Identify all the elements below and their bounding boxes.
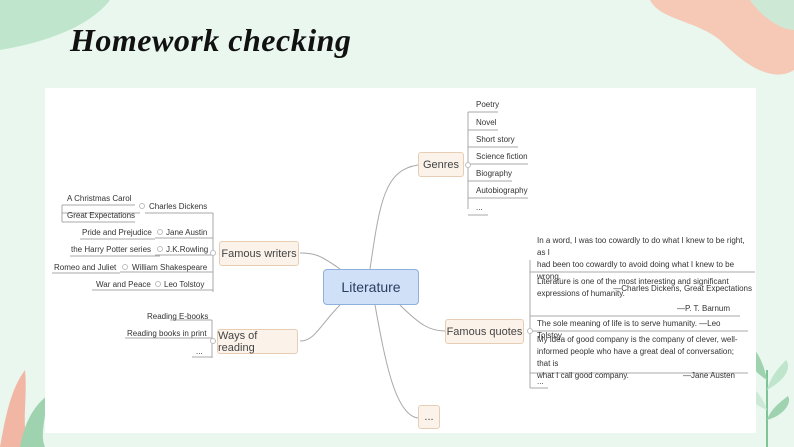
quote-line: In a word, I was too cowardly to do what… — [537, 236, 745, 257]
quote-line: what I call good company. — [537, 371, 629, 380]
reading-item[interactable]: ... — [196, 347, 203, 356]
branch-famous-writers[interactable]: Famous writers — [219, 241, 299, 266]
branch-famous-quotes[interactable]: Famous quotes — [445, 319, 524, 344]
quote-austen[interactable]: My idea of good company is the company o… — [537, 334, 749, 382]
quote-dickens[interactable]: In a word, I was too cowardly to do what… — [537, 235, 752, 295]
quote-line: informed people who have a great deal of… — [537, 347, 735, 368]
genre-item[interactable]: Poetry — [476, 100, 500, 109]
quote-line: My idea of good company is the company o… — [537, 335, 738, 344]
bottom-left-plant-decoration — [0, 370, 48, 447]
author-item[interactable]: J.K.Rowling — [166, 245, 209, 254]
quote-last-line: what I call good company. —Jane Austen — [537, 370, 749, 382]
work-item[interactable]: A Christmas Carol — [67, 194, 132, 203]
genre-item[interactable]: ... — [476, 203, 483, 212]
work-item[interactable]: the Harry Potter series — [71, 245, 152, 254]
genre-item[interactable]: Biography — [476, 169, 513, 178]
quote-author: —P. T. Barnum — [676, 304, 730, 313]
quote-line: expressions of humanity. — [537, 289, 625, 298]
branch-ways-of-reading[interactable]: Ways of reading — [217, 329, 298, 354]
quote-line: had been too cowardly to avoid doing wha… — [537, 260, 735, 281]
quote-tolstoy[interactable]: The sole meaning of life is to serve hum… — [537, 319, 721, 340]
author-item[interactable]: William Shakespeare — [132, 263, 208, 272]
work-item[interactable]: War and Peace — [96, 280, 151, 289]
slide-title: Homework checking — [70, 22, 352, 58]
genre-item[interactable]: Science fiction — [476, 152, 528, 161]
mindmap-canvas — [45, 88, 756, 433]
quote-more-item[interactable]: ... — [537, 377, 544, 386]
quote-barnum[interactable]: Literature is one of the most interestin… — [537, 276, 730, 315]
genre-item[interactable]: Short story — [476, 135, 515, 144]
top-right-blob-decoration — [650, 0, 794, 75]
top-left-leaf-decoration — [0, 0, 110, 50]
author-item[interactable]: Charles Dickens — [149, 202, 208, 211]
reading-item[interactable]: Reading books in print — [127, 329, 207, 338]
quote-line: Literature is one of the most interestin… — [537, 277, 729, 286]
reading-item[interactable]: Reading E-books — [147, 312, 209, 321]
root-node-literature[interactable]: Literature — [323, 269, 419, 305]
work-item[interactable]: Romeo and Juliet — [54, 263, 117, 272]
author-item[interactable]: Jane Austin — [166, 228, 208, 237]
work-item[interactable]: Great Expectations — [67, 211, 136, 220]
genre-item[interactable]: Novel — [476, 118, 497, 127]
quote-author: —Charles Dickens, Great Expectations — [613, 284, 752, 293]
author-item[interactable]: Leo Tolstoy — [164, 280, 205, 289]
genre-item[interactable]: Autobiography — [476, 186, 528, 195]
branch-more[interactable]: ... — [418, 405, 440, 429]
branch-genres[interactable]: Genres — [418, 152, 464, 177]
quote-author: —Jane Austen — [682, 371, 735, 380]
work-item[interactable]: Pride and Prejudice — [82, 228, 152, 237]
